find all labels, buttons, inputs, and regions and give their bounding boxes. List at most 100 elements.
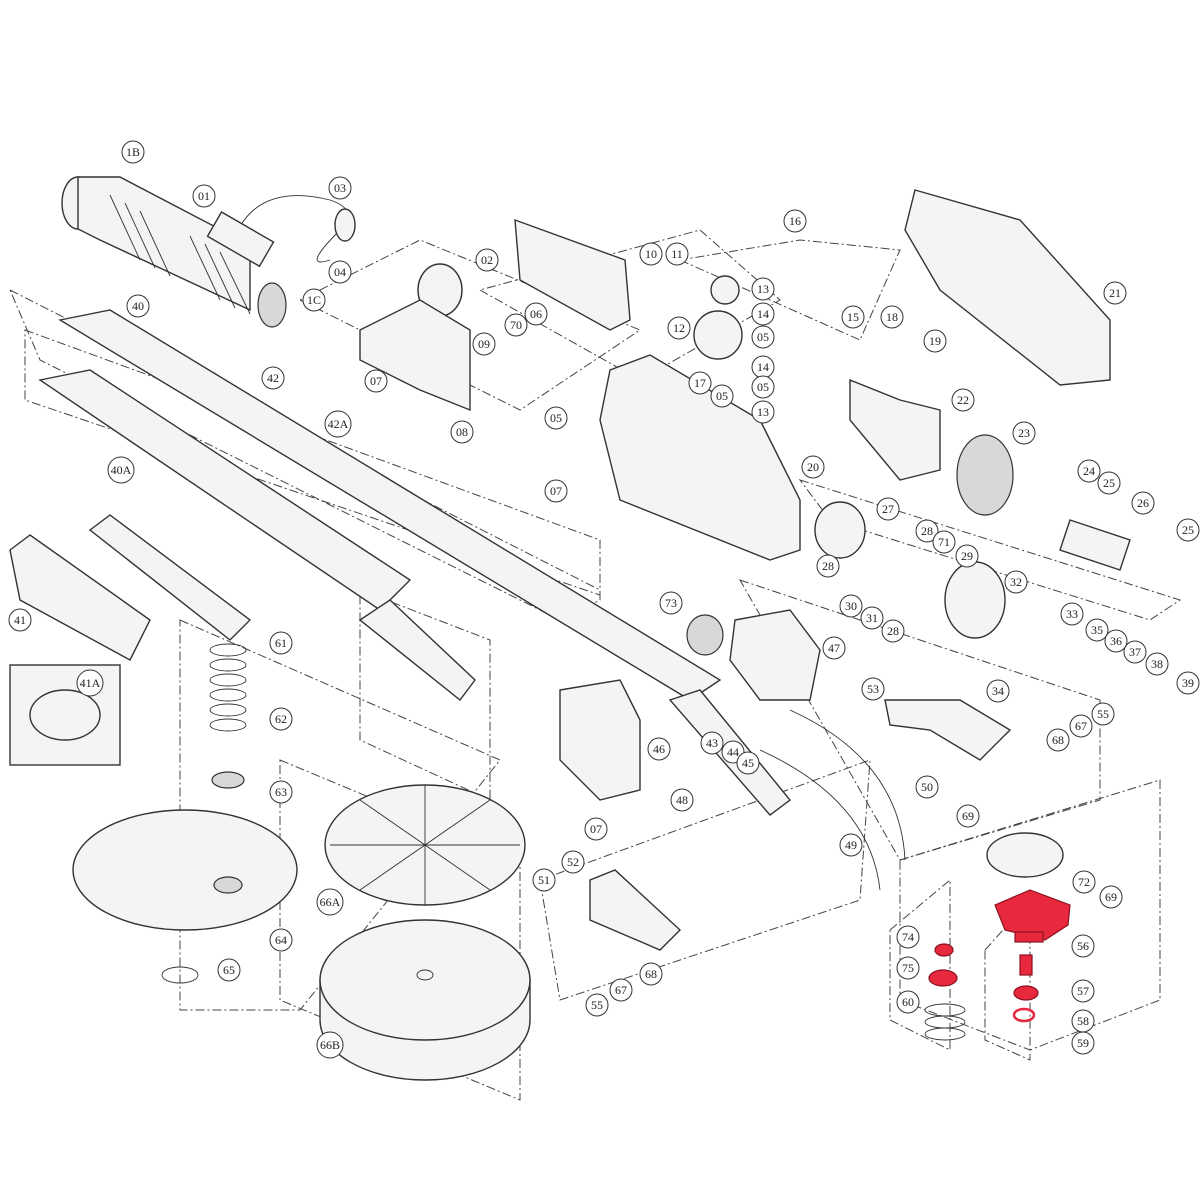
- part-10: [514, 218, 631, 331]
- part-21: [904, 189, 1111, 386]
- callout-circle: [524, 302, 548, 326]
- callout-number: 09: [478, 337, 490, 351]
- callout-number: 71: [938, 535, 950, 549]
- callout-circle: [822, 636, 846, 660]
- callout-circle: [328, 260, 352, 284]
- callout-number: 67: [1075, 719, 1087, 733]
- callout-number: 39: [1182, 676, 1194, 690]
- callout-circle: [896, 956, 920, 980]
- callout-number: 28: [887, 624, 899, 638]
- callout-number: 23: [1018, 426, 1030, 440]
- callout-circle: [751, 277, 775, 301]
- callout-circle: [8, 608, 32, 632]
- callout-circle: [1060, 602, 1084, 626]
- callout-number: 66A: [320, 895, 341, 909]
- callout-number: 65: [223, 963, 235, 977]
- callout-circle: [896, 990, 920, 1014]
- callout-05: 05: [751, 375, 775, 399]
- callout-14: 14: [751, 355, 775, 379]
- callout-16: 16: [783, 209, 807, 233]
- callout-number: 12: [673, 321, 685, 335]
- callout-04: 04: [328, 260, 352, 284]
- callout-number: 30: [845, 599, 857, 613]
- callout-number: 31: [866, 611, 878, 625]
- part-27: [814, 501, 866, 559]
- callout-number: 13: [757, 282, 769, 296]
- callout-number: 11: [671, 247, 683, 261]
- callout-number: 42: [267, 371, 279, 385]
- callout-27: 27: [876, 497, 900, 521]
- part-56-base: [1014, 931, 1044, 943]
- callout-number: 26: [1137, 496, 1149, 510]
- callout-03: 03: [328, 176, 352, 200]
- callout-circle: [839, 833, 863, 857]
- part-60: [924, 1003, 966, 1041]
- callout-number: 47: [828, 641, 840, 655]
- callout-13: 13: [751, 400, 775, 424]
- callout-07: 07: [584, 817, 608, 841]
- callout-circle: [861, 677, 885, 701]
- callout-55: 55: [585, 993, 609, 1017]
- part-59: [1012, 1007, 1036, 1023]
- callout-62: 62: [269, 707, 293, 731]
- callout-05: 05: [751, 325, 775, 349]
- callout-number: 25: [1182, 523, 1194, 537]
- callout-circle: [1072, 870, 1096, 894]
- callout-11: 11: [665, 242, 689, 266]
- callout-circle: [876, 497, 900, 521]
- callout-circle: [324, 410, 352, 438]
- callout-circle: [665, 242, 689, 266]
- callout-number: 10: [645, 247, 657, 261]
- callout-circle: [801, 455, 825, 479]
- callout-number: 1B: [126, 145, 140, 159]
- callout-circle: [783, 209, 807, 233]
- callout-circle: [659, 591, 683, 615]
- callout-number: 57: [1077, 984, 1089, 998]
- callout-circle: [544, 479, 568, 503]
- callout-21: 21: [1103, 281, 1127, 305]
- callout-number: 04: [334, 265, 346, 279]
- callout-15: 15: [841, 305, 865, 329]
- part-46: [559, 679, 641, 801]
- callout-05: 05: [544, 406, 568, 430]
- callout-circle: [923, 329, 947, 353]
- callout-circle: [1176, 518, 1200, 542]
- callout-57: 57: [1071, 979, 1095, 1003]
- callout-number: 02: [481, 253, 493, 267]
- callout-number: 67: [615, 983, 627, 997]
- callout-07: 07: [544, 479, 568, 503]
- callout-circle: [316, 1031, 344, 1059]
- callout-circle: [1012, 421, 1036, 445]
- callout-number: 29: [961, 549, 973, 563]
- callout-37: 37: [1123, 640, 1147, 664]
- callout-circle: [76, 669, 104, 697]
- callout-number: 33: [1066, 607, 1078, 621]
- callout-circle: [915, 775, 939, 799]
- callout-61: 61: [269, 631, 293, 655]
- callout-circle: [751, 375, 775, 399]
- callout-number: 69: [962, 809, 974, 823]
- callout-circle: [192, 184, 216, 208]
- callout-28: 28: [881, 619, 905, 643]
- callout-circle: [261, 366, 285, 390]
- callout-67: 67: [1069, 714, 1093, 738]
- callout-number: 55: [591, 998, 603, 1012]
- callout-12: 12: [667, 316, 691, 340]
- callout-number: 16: [789, 214, 801, 228]
- callout-number: 69: [1105, 890, 1117, 904]
- callout-40: 40: [126, 294, 150, 318]
- callout-14: 14: [751, 302, 775, 326]
- callout-34: 34: [986, 679, 1010, 703]
- pole-tubes: [38, 309, 792, 816]
- callout-number: 22: [957, 393, 969, 407]
- callout-number: 08: [456, 425, 468, 439]
- callout-circle: [364, 369, 388, 393]
- part-62: [209, 643, 247, 732]
- callout-number: 36: [1110, 634, 1122, 648]
- callout-circle: [1099, 885, 1123, 909]
- callout-circle: [880, 305, 904, 329]
- callout-circle: [1046, 728, 1070, 752]
- callout-number: 73: [665, 596, 677, 610]
